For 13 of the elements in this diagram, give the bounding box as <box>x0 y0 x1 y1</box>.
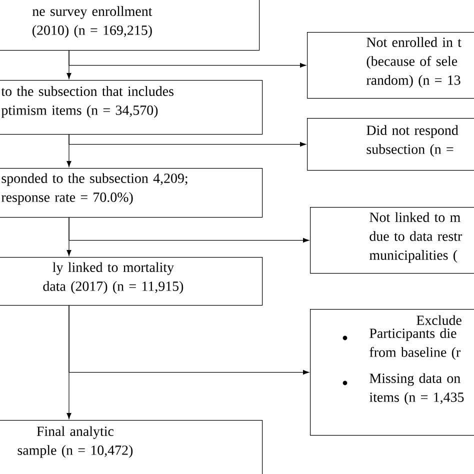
flow-box: to the subsection that includes ptimism items (n = 34,570) <box>0 80 263 135</box>
arrow <box>68 217 310 243</box>
flow-box: sponded to the subsection 4,209; response rate = 70.0%) <box>0 168 263 218</box>
arrow <box>68 305 310 375</box>
flow-box: Did not respond subsection (n = <box>307 118 474 171</box>
flow-box: ly linked to mortality data (2017) (n = 11,915) <box>0 257 263 306</box>
flow-box: Exclude Participants die from baseline (r Missing data on items (n = 1,435 <box>310 309 474 436</box>
flow-box: Final analytic sample (n = 10,472) <box>0 420 263 474</box>
arrow <box>68 50 306 68</box>
flow-box: Not enrolled in t (because of sele random) (n = 13 <box>307 32 474 99</box>
arrow <box>68 134 306 147</box>
flow-box: ne survey enrollment (2010) (n = 169,215) <box>0 0 260 51</box>
flow-box: Not linked to m due to data restr municipalities ( <box>310 207 474 274</box>
